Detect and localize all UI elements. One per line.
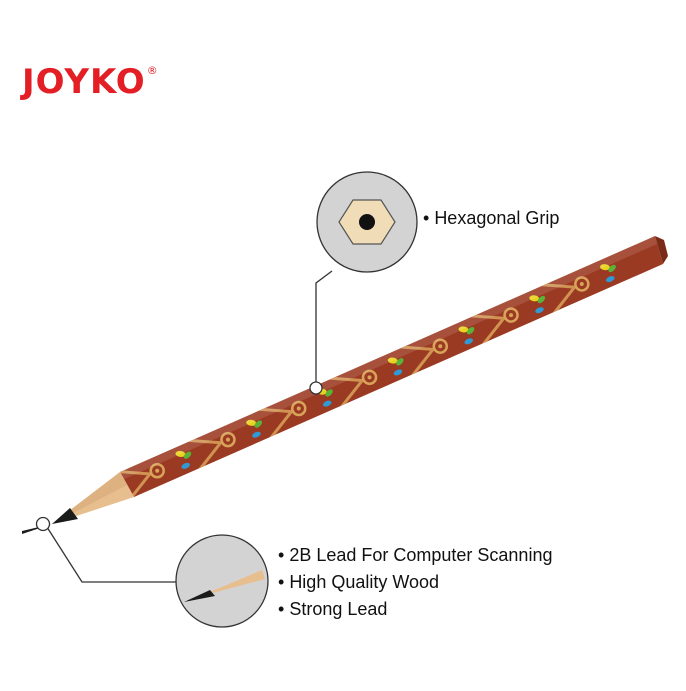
bullet: •	[423, 208, 430, 228]
pattern-chevron	[328, 376, 366, 409]
pattern-leaf-green	[466, 327, 475, 335]
grip-marker	[309, 381, 323, 395]
pattern-chevron	[257, 407, 295, 440]
pattern-leaf-blue	[535, 307, 544, 314]
pattern-flower-center	[296, 406, 301, 411]
feature-label-strong: •Strong Lead	[278, 599, 387, 620]
pattern-leaf-blue	[252, 431, 261, 438]
registered-mark: ®	[146, 64, 159, 77]
tip-leader-line	[44, 523, 180, 583]
pattern-chevron	[398, 345, 436, 378]
feature-label-grip: •Hexagonal Grip	[423, 208, 559, 229]
pattern-leaf-yellow	[600, 264, 611, 271]
feature-text: Hexagonal Grip	[434, 208, 560, 228]
pattern-leaf-yellow	[246, 419, 257, 426]
feature-text: High Quality Wood	[289, 572, 440, 592]
pattern-leaf-blue	[181, 462, 190, 469]
pattern-flower	[290, 400, 307, 417]
pattern-flower-center	[367, 375, 372, 380]
pattern-leaf-green	[537, 295, 546, 304]
pattern-flower	[432, 338, 449, 354]
pattern-flower-center	[155, 468, 160, 473]
pattern-flower	[361, 369, 378, 386]
pattern-flower	[149, 462, 165, 479]
pattern-leaf-green	[396, 358, 404, 366]
brand-name: JOYKO	[22, 62, 146, 102]
pattern-leaf-green	[608, 264, 616, 273]
tip-marker	[35, 516, 51, 532]
feature-label-wood: •High Quality Wood	[278, 572, 439, 593]
pattern-leaf-yellow	[175, 450, 186, 457]
pattern-leaf-yellow	[458, 326, 469, 333]
pattern-leaf-yellow	[387, 357, 398, 364]
hexagon-cross-section-icon	[316, 171, 418, 273]
pattern-chevron	[469, 314, 507, 346]
bullet: •	[278, 572, 285, 592]
feature-text: Strong Lead	[289, 599, 388, 619]
pattern-leaf-blue	[322, 400, 332, 407]
pattern-leaf-green	[254, 420, 263, 428]
bullet: •	[278, 599, 285, 619]
pattern-flower-center	[509, 313, 514, 318]
pattern-chevron	[540, 283, 578, 315]
pattern-flower	[574, 276, 590, 292]
pattern-leaf-green	[325, 389, 333, 397]
pattern-leaf-blue	[393, 369, 403, 376]
feature-text: 2B Lead For Computer Scanning	[289, 545, 553, 565]
pattern-flower-center	[579, 281, 584, 286]
pencil-body	[120, 236, 668, 497]
grip-leader-line	[315, 270, 333, 388]
pattern-flower-center	[225, 437, 230, 442]
pattern-flower	[220, 431, 236, 448]
pattern-flower	[503, 307, 519, 323]
sharpened-tip-icon	[175, 534, 269, 628]
pattern-leaf-blue	[464, 338, 473, 345]
pattern-leaf-yellow	[529, 295, 540, 302]
bullet: •	[278, 545, 285, 565]
pattern-flower-center	[438, 344, 443, 349]
pattern-leaf-blue	[606, 276, 615, 283]
feature-label-lead: •2B Lead For Computer Scanning	[278, 545, 552, 566]
pattern-chevron	[120, 469, 153, 497]
pattern-chevron	[186, 438, 224, 471]
pattern-leaf-green	[183, 451, 192, 459]
brand-logo: JOYKO®	[22, 62, 159, 102]
